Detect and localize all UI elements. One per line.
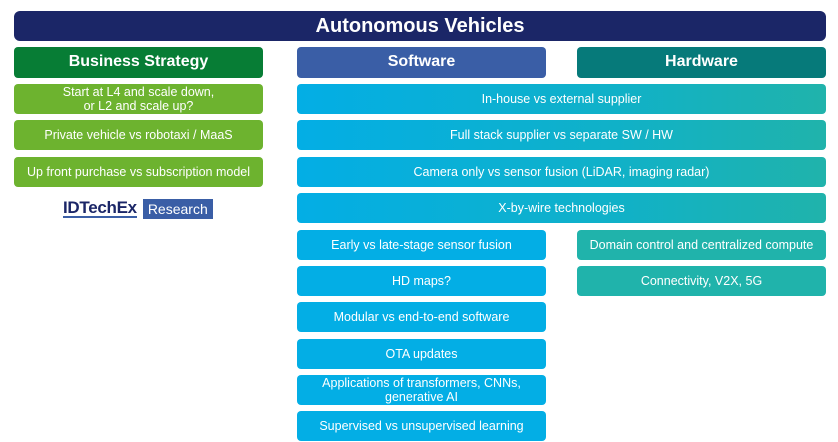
software-item: HD maps? [297, 266, 546, 296]
hardware-item: Domain control and centralized compute [577, 230, 826, 260]
idtechex-logo: IDTechEx Research [63, 198, 213, 219]
business-item: Private vehicle vs robotaxi / MaaS [14, 120, 263, 150]
software-item: Supervised vs unsupervised learning [297, 411, 546, 441]
logo-wordmark: IDTechEx [63, 198, 137, 218]
software-item: Applications of transformers, CNNs, gene… [297, 375, 546, 405]
business-item: Up front purchase vs subscription model [14, 157, 263, 187]
diagram-title: Autonomous Vehicles [14, 11, 826, 41]
software-header: Software [297, 47, 546, 78]
business-item: Start at L4 and scale down, or L2 and sc… [14, 84, 263, 114]
hardware-item: Connectivity, V2X, 5G [577, 266, 826, 296]
shared-item: In-house vs external supplier [297, 84, 826, 114]
software-item: Modular vs end-to-end software [297, 302, 546, 332]
hardware-header: Hardware [577, 47, 826, 78]
software-item: OTA updates [297, 339, 546, 369]
shared-item: Camera only vs sensor fusion (LiDAR, ima… [297, 157, 826, 187]
shared-item: X-by-wire technologies [297, 193, 826, 223]
shared-item: Full stack supplier vs separate SW / HW [297, 120, 826, 150]
logo-research-badge: Research [142, 198, 213, 219]
software-item: Early vs late-stage sensor fusion [297, 230, 546, 260]
business-strategy-header: Business Strategy [14, 47, 263, 78]
